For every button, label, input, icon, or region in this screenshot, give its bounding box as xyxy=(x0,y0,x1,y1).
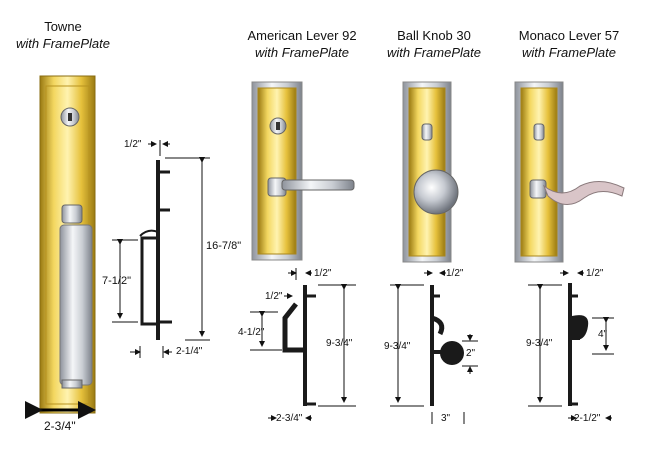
ball-title: Ball Knob 30 with FramePlate xyxy=(374,27,494,61)
ball-plate xyxy=(402,81,459,263)
ball-dim-knob: 2" xyxy=(466,348,476,359)
monaco-dim-lever: 4" xyxy=(598,329,608,340)
monaco-name: Monaco Lever 57 xyxy=(518,28,620,43)
towne-dim-height: 16-7/8" xyxy=(206,240,242,252)
american-dim-top: 1/2" xyxy=(314,268,332,279)
towne-dim-depth: 2-1/4" xyxy=(176,346,203,357)
american-profile xyxy=(282,285,316,406)
ball-dim-top: 1/2" xyxy=(446,268,464,279)
towne-dim-top: 1/2" xyxy=(124,139,142,150)
american-plate xyxy=(251,81,355,261)
ball-profile xyxy=(430,285,464,406)
ball-subtitle: with FramePlate xyxy=(387,45,481,60)
towne-name: Towne xyxy=(44,19,82,34)
american-dim-lever-height: 4-1/2" xyxy=(238,327,265,338)
towne-profile xyxy=(139,160,172,340)
towne-subtitle: with FramePlate xyxy=(16,36,110,51)
ball-dim-projection: 3" xyxy=(441,413,451,424)
towne-dim-grip: 7-1/2" xyxy=(102,275,131,287)
american-subtitle: with FramePlate xyxy=(255,45,349,60)
monaco-dim-height: 9-3/4" xyxy=(526,338,553,349)
american-name: American Lever 92 xyxy=(247,28,357,43)
towne-dim-width: 2-3/4" xyxy=(44,419,76,433)
monaco-title: Monaco Lever 57 with FramePlate xyxy=(504,27,634,61)
monaco-plate xyxy=(514,81,625,263)
american-title: American Lever 92 with FramePlate xyxy=(232,27,372,61)
ball-dim-height: 9-3/4" xyxy=(384,341,411,352)
ball-name: Ball Knob 30 xyxy=(397,28,471,43)
monaco-profile xyxy=(568,283,589,406)
monaco-dim-projection: 2-1/2" xyxy=(574,413,601,424)
american-dim-height: 9-3/4" xyxy=(326,338,353,349)
towne-plate xyxy=(39,75,96,414)
american-dim-width: 2-3/4" xyxy=(276,413,303,424)
monaco-subtitle: with FramePlate xyxy=(522,45,616,60)
american-dim-lever-top: 1/2" xyxy=(265,291,283,302)
monaco-dim-top: 1/2" xyxy=(586,268,604,279)
towne-title: Towne with FramePlate xyxy=(6,18,120,52)
